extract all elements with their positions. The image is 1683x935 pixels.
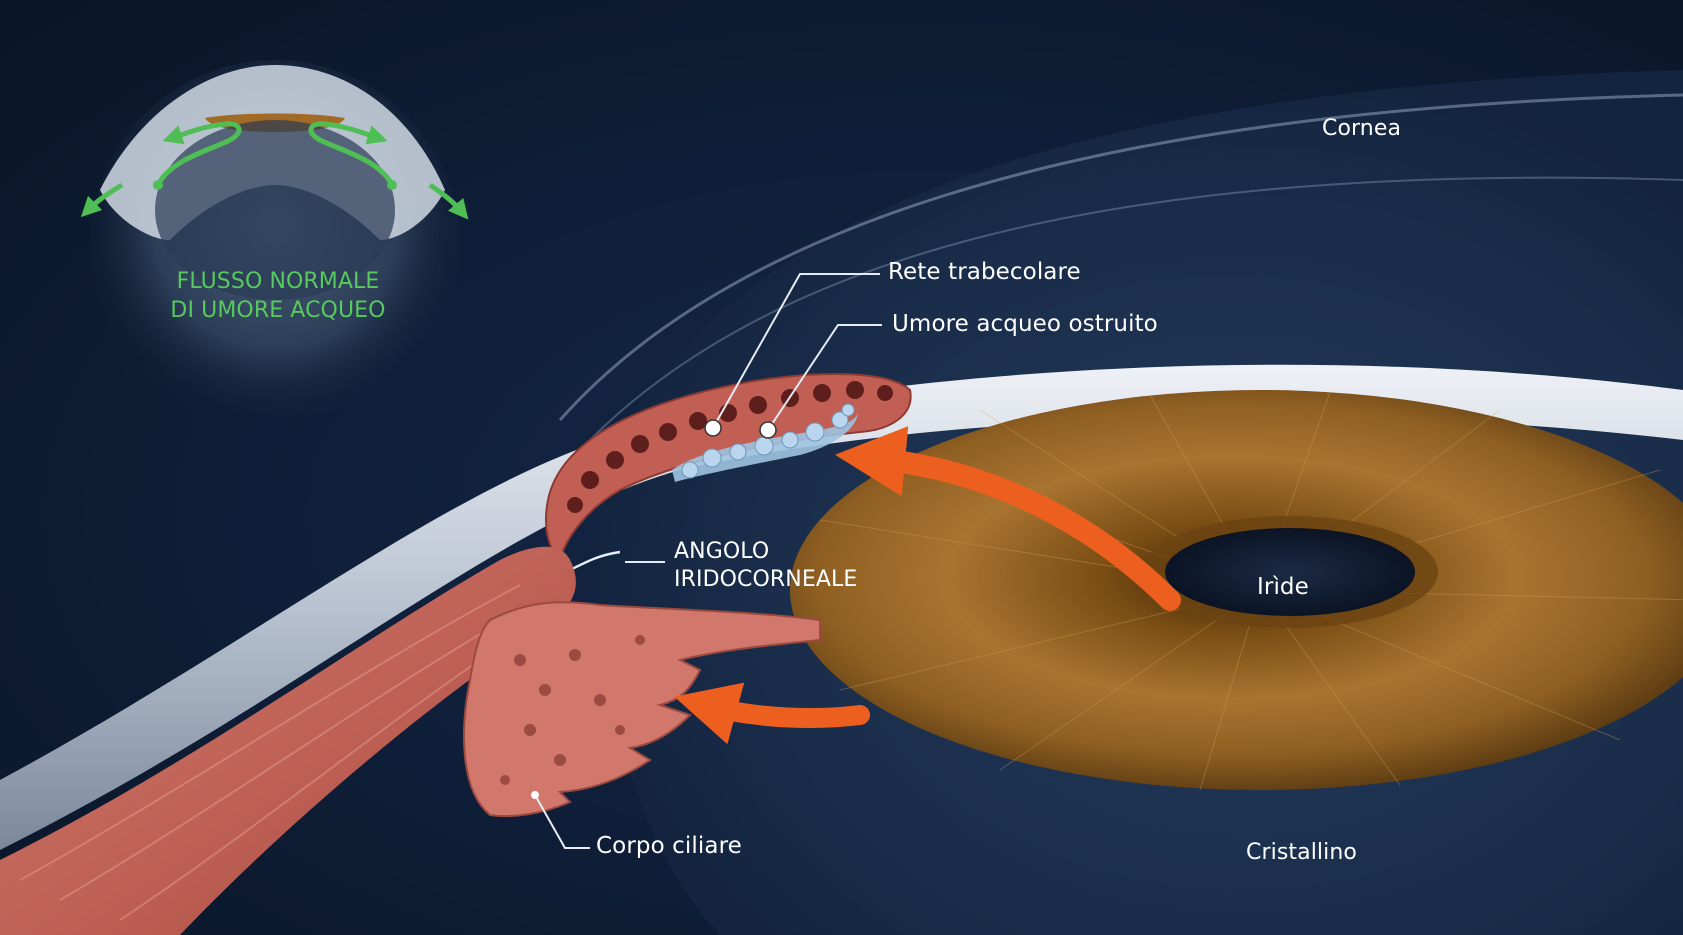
callout-dot-corpo	[531, 791, 539, 799]
inset-flow-left	[155, 121, 242, 187]
callout-dot-rete	[704, 419, 722, 437]
callout-line-corpo	[534, 794, 590, 849]
label-cornea: Cornea	[1322, 116, 1402, 141]
label-iride: Irìde	[1257, 574, 1309, 600]
pupil	[1165, 528, 1415, 616]
label-rete-trabecolare: Rete trabecolare	[888, 259, 1081, 285]
angle-line	[569, 550, 621, 572]
ciliary-body-texture	[500, 635, 645, 785]
callout-line-rete	[712, 273, 880, 429]
callout-line-umore	[767, 324, 882, 431]
sclera	[0, 364, 1683, 850]
aqueous-flow-arrow-lower	[674, 682, 870, 745]
cornea-inner-arc	[589, 176, 1683, 441]
inset-title: FLUSSO NORMALE DI UMORE ACQUEO	[170, 269, 386, 323]
inset-outflow-left	[80, 182, 124, 218]
inset-outflow-right	[428, 182, 469, 220]
inset-lens	[155, 120, 395, 300]
label-corpo-ciliare: Corpo ciliare	[596, 833, 742, 859]
callout-dot-umore	[759, 421, 777, 439]
label-cristallino: Cristallino	[1246, 840, 1357, 865]
label-angolo-iridocorneale: ANGOLO IRIDOCORNEALE	[674, 539, 858, 592]
aqueous-flow-arrow-upper	[834, 426, 1181, 611]
ciliary-muscle	[0, 546, 576, 935]
inset-flow-right	[308, 121, 395, 187]
inset-normal-flow	[80, 60, 469, 430]
fluid-droplets	[681, 403, 855, 479]
cornea-outer-arc	[558, 93, 1683, 421]
label-umore-acqueo: Umore acqueo ostruito	[892, 311, 1158, 337]
meshwork-pores	[567, 381, 893, 513]
